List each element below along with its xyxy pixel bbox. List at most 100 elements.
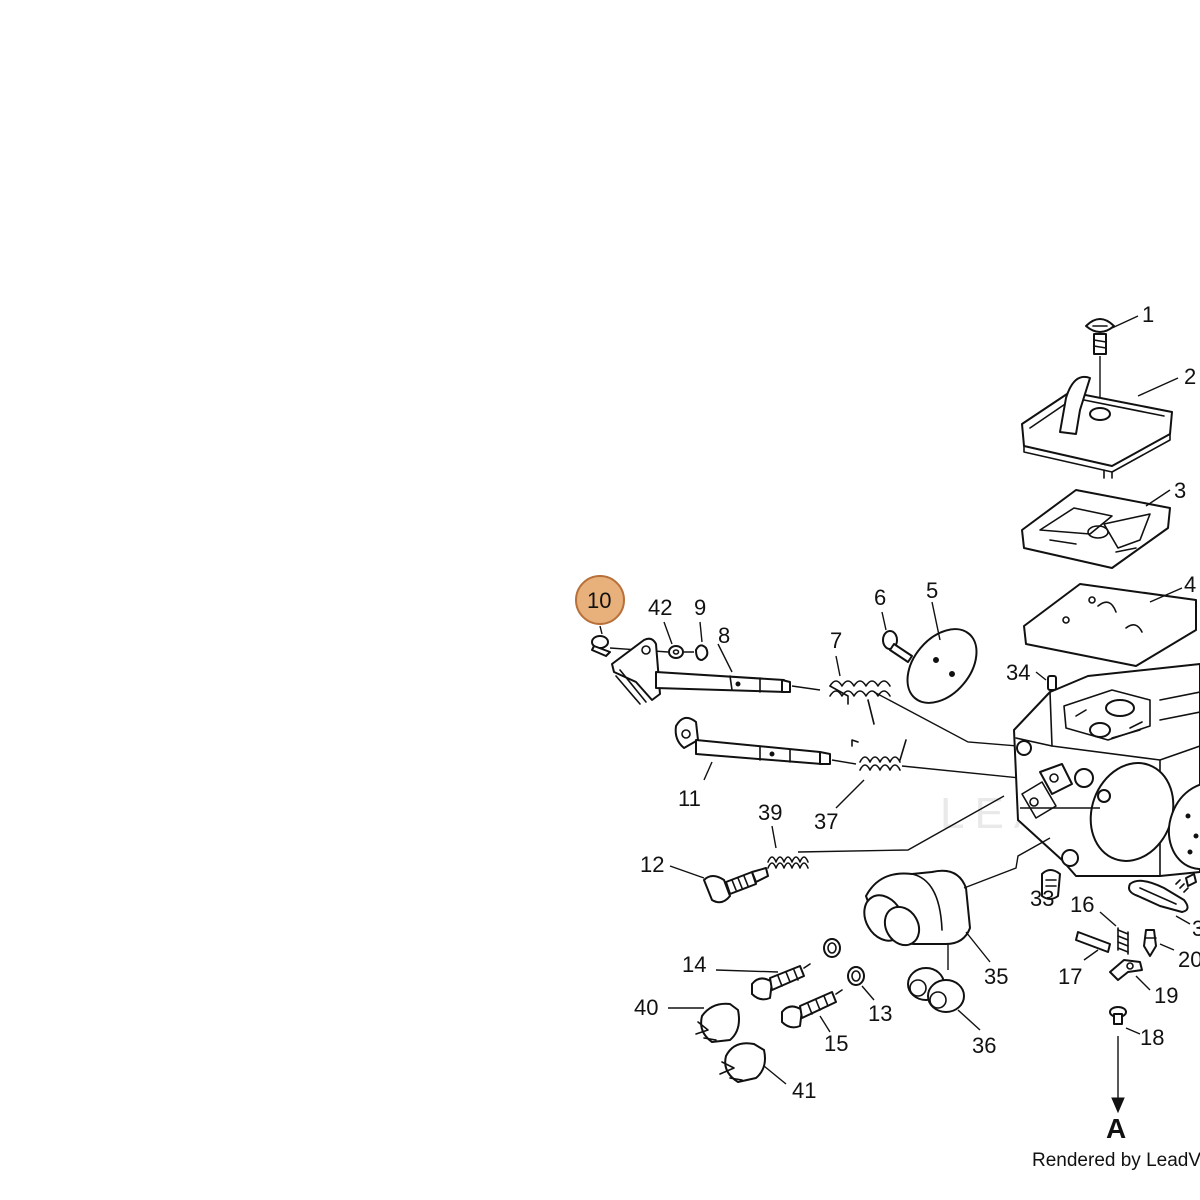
part-18-screw[interactable] [1109, 1006, 1127, 1025]
assembly-line-39 [797, 795, 1005, 853]
callout-20[interactable]: 20 [1178, 947, 1200, 972]
leader-3b [1175, 915, 1191, 925]
part-4-diaphragm[interactable] [1023, 583, 1197, 667]
callout-18[interactable]: 18 [1140, 1025, 1164, 1050]
callout-40[interactable]: 40 [634, 995, 658, 1020]
leader-36 [957, 1009, 981, 1031]
callout-11[interactable]: 11 [678, 786, 701, 811]
leader-7 [835, 655, 841, 677]
callout-10-highlight[interactable] [575, 575, 625, 625]
callout-14[interactable]: 14 [682, 952, 706, 977]
leader-2 [1137, 377, 1179, 397]
part-39-spring[interactable] [767, 856, 809, 869]
small-screw-right[interactable] [1175, 873, 1197, 893]
part-pump-diaphragm[interactable] [1157, 772, 1200, 879]
callout-7[interactable]: 7 [830, 628, 842, 653]
callout-34[interactable]: 34 [1006, 660, 1030, 685]
part-42-washer[interactable] [668, 645, 684, 659]
part-6-screw[interactable] [882, 630, 913, 663]
leader-11 [703, 761, 713, 781]
leader-19 [1135, 975, 1151, 991]
callout-3[interactable]: 3 [1174, 478, 1186, 503]
part-2-cover[interactable] [1021, 376, 1173, 479]
callout-1[interactable]: 1 [1142, 302, 1154, 327]
part-3-fuel-pump-gasket[interactable] [1128, 879, 1189, 913]
leader-13 [861, 985, 875, 1001]
part-33-cap[interactable] [1041, 869, 1061, 900]
callout-12[interactable]: 12 [640, 852, 664, 877]
callout-8[interactable]: 8 [718, 623, 730, 648]
assembly-line-35 [963, 837, 1051, 889]
callout-37[interactable]: 37 [814, 809, 838, 834]
callout-39[interactable]: 39 [758, 800, 782, 825]
view-arrow-a [1111, 1097, 1125, 1114]
assembly-line-7 [873, 691, 1019, 747]
part-16-spring[interactable] [1117, 927, 1129, 955]
leader-18 [1125, 1027, 1141, 1035]
assembly-line-8 [791, 685, 821, 691]
leader-37 [835, 779, 865, 809]
callout-4[interactable]: 4 [1184, 572, 1196, 597]
callout-35[interactable]: 35 [984, 964, 1008, 989]
callout-42[interactable]: 42 [648, 595, 672, 620]
leader-10 [599, 625, 603, 635]
part-19-lever[interactable] [1109, 959, 1143, 981]
part-20-inlet-needle[interactable] [1143, 929, 1157, 957]
callout-3-right[interactable]: 3 [1192, 916, 1200, 941]
carburetor-body[interactable] [1013, 663, 1200, 877]
callout-9[interactable]: 9 [694, 595, 706, 620]
leader-12 [669, 865, 705, 879]
callout-6[interactable]: 6 [874, 585, 886, 610]
leader-4 [1149, 587, 1183, 603]
part-1-screw[interactable] [1085, 318, 1115, 355]
assembly-line-11 [831, 759, 857, 765]
leader-17 [1083, 949, 1099, 961]
part-13-o-rings[interactable] [823, 938, 865, 986]
render-credit: Rendered by LeadVer [1032, 1150, 1200, 1171]
callout-13[interactable]: 13 [868, 1001, 892, 1026]
leader-1 [1111, 315, 1139, 329]
callout-16[interactable]: 16 [1070, 892, 1094, 917]
leader-5 [931, 601, 941, 641]
leader-41 [763, 1065, 787, 1085]
part-12-idle-screw[interactable] [703, 867, 769, 904]
part-3-gasket[interactable] [1021, 489, 1171, 569]
callout-15[interactable]: 15 [824, 1031, 848, 1056]
part-41-limiter-cap[interactable] [719, 1042, 766, 1083]
callout-17[interactable]: 17 [1058, 964, 1082, 989]
part-17-pin[interactable] [1075, 931, 1111, 953]
part-14-needle[interactable] [751, 963, 811, 1001]
part-9-clip[interactable] [695, 644, 709, 661]
callout-5[interactable]: 5 [926, 578, 938, 603]
callout-33[interactable]: 33 [1030, 886, 1054, 911]
callout-41[interactable]: 41 [792, 1078, 816, 1103]
part-5-throttle-disc[interactable] [894, 616, 991, 716]
part-37-spring[interactable] [851, 739, 907, 771]
leader-9 [699, 621, 703, 643]
part-8-throttle-shaft[interactable] [611, 637, 791, 705]
leader-42 [663, 621, 673, 645]
part-34-pin[interactable] [1047, 675, 1057, 691]
leader-3 [1145, 489, 1171, 507]
leader-6 [881, 611, 887, 631]
part-11-choke-shaft[interactable] [674, 716, 831, 765]
callout-19[interactable]: 19 [1154, 983, 1178, 1008]
part-15-needle[interactable] [781, 989, 843, 1029]
part-36-grommets[interactable] [907, 967, 965, 1013]
callout-10[interactable]: 10 [587, 588, 611, 613]
callout-36[interactable]: 36 [972, 1033, 996, 1058]
leader-35 [947, 931, 991, 970]
leader-20 [1159, 943, 1175, 951]
leader-14 [715, 969, 779, 973]
leader-16 [1099, 911, 1117, 927]
callout-2[interactable]: 2 [1184, 364, 1196, 389]
part-40-limiter-cap[interactable] [695, 1002, 740, 1043]
leader-15 [819, 1015, 831, 1033]
part-7-spring[interactable] [829, 680, 891, 725]
leader-8 [717, 643, 733, 673]
leader-39 [771, 825, 777, 849]
part-10-screw[interactable] [591, 635, 611, 657]
part-35-boot[interactable] [856, 869, 971, 952]
